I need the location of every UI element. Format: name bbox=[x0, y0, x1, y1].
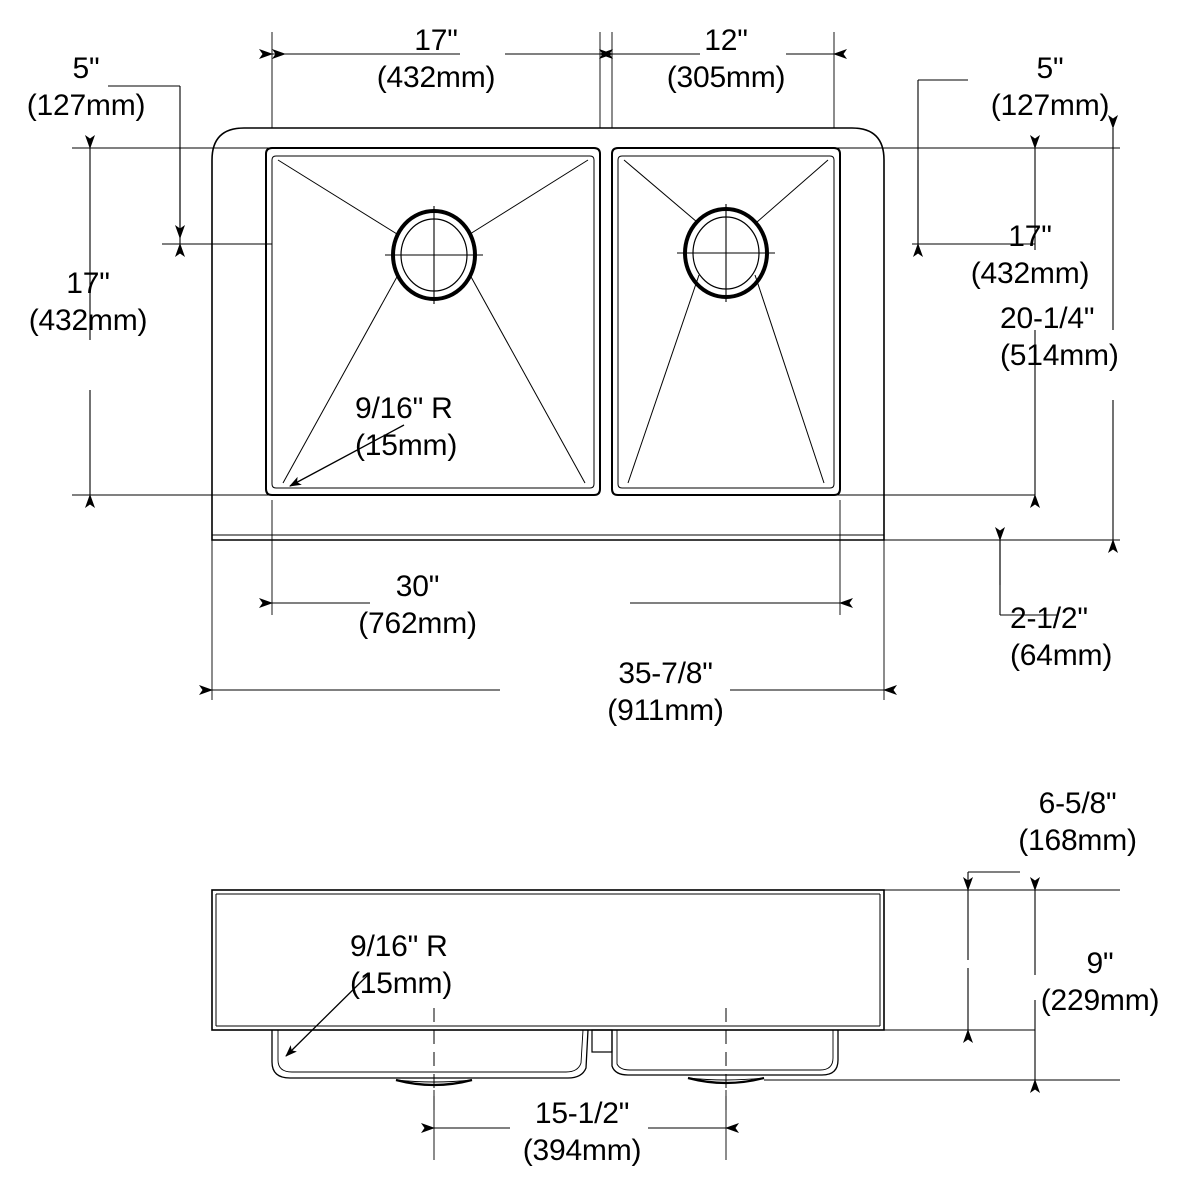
dim-label-bowl-span: 30" (762mm) bbox=[305, 568, 530, 642]
top-view-right-bowl bbox=[611, 147, 841, 496]
dim-value-imperial: 15-1/2" bbox=[534, 1097, 630, 1130]
dim-label-right-bowl-width: 12" (305mm) bbox=[605, 22, 847, 96]
dim-value-metric: (127mm) bbox=[990, 89, 1110, 122]
note-value-imperial: 9/16" R bbox=[350, 930, 448, 963]
dim-label-overall-depth: 20-1/4" (514mm) bbox=[1000, 300, 1200, 374]
dim-label-right-inset: 5" (127mm) bbox=[950, 50, 1150, 124]
dim-value-imperial: 5" bbox=[1036, 52, 1064, 85]
top-view-radius-leader bbox=[289, 424, 405, 487]
dim-label-overall-height: 9" (229mm) bbox=[1000, 945, 1200, 1019]
dim-label-bowl-depth-front: 6-5/8" (168mm) bbox=[975, 785, 1180, 859]
dim-value-metric: (432mm) bbox=[28, 304, 148, 337]
dim-value-metric: (432mm) bbox=[970, 257, 1090, 290]
dim-value-imperial: 6-5/8" bbox=[1038, 787, 1117, 820]
dim-value-metric: (168mm) bbox=[1018, 824, 1137, 857]
note-value-metric: (15mm) bbox=[350, 967, 453, 1000]
dim-label-left-bowl-width: 17" (432mm) bbox=[306, 22, 566, 96]
dim-value-metric: (762mm) bbox=[358, 607, 477, 640]
dim-value-imperial: 20-1/4" bbox=[1000, 302, 1095, 335]
top-view-extension-lines bbox=[72, 32, 1120, 700]
dim-value-metric: (305mm) bbox=[666, 61, 786, 94]
top-view-deck bbox=[211, 127, 885, 541]
dim-value-metric: (432mm) bbox=[376, 61, 496, 94]
dim-value-imperial: 30" bbox=[395, 570, 440, 603]
note-value-metric: (15mm) bbox=[355, 429, 458, 462]
dim-value-metric: (229mm) bbox=[1040, 984, 1160, 1017]
note-corner-radius-top-view: 9/16" R (15mm) bbox=[355, 390, 565, 464]
dim-value-imperial: 17" bbox=[66, 267, 110, 300]
dim-label-right-bowl-depth: 17" (432mm) bbox=[930, 218, 1130, 292]
top-view-left-bowl bbox=[265, 147, 601, 496]
dim-value-imperial: 17" bbox=[1008, 220, 1052, 253]
dim-value-imperial: 5" bbox=[72, 52, 100, 85]
dim-value-metric: (394mm) bbox=[522, 1134, 642, 1167]
dim-value-metric: (127mm) bbox=[26, 89, 146, 122]
note-value-imperial: 9/16" R bbox=[355, 392, 453, 425]
dim-label-overall-width: 35-7/8" (911mm) bbox=[548, 655, 783, 729]
dim-value-imperial: 35-7/8" bbox=[618, 657, 713, 690]
dim-value-metric: (514mm) bbox=[1000, 339, 1119, 372]
dim-value-imperial: 17" bbox=[414, 24, 458, 57]
dim-value-imperial: 12" bbox=[704, 24, 748, 57]
front-view-radius-leader bbox=[285, 974, 369, 1057]
dim-value-metric: (64mm) bbox=[1010, 639, 1113, 672]
dim-label-drain-spacing: 15-1/2" (394mm) bbox=[462, 1095, 702, 1169]
dim-label-rear-ledge: 2-1/2" (64mm) bbox=[1010, 600, 1200, 674]
dim-label-left-inset: 5" (127mm) bbox=[0, 50, 172, 124]
dim-value-imperial: 2-1/2" bbox=[1010, 602, 1088, 635]
dim-value-imperial: 9" bbox=[1086, 947, 1114, 980]
note-corner-radius-front-view: 9/16" R (15mm) bbox=[350, 928, 560, 1002]
dim-value-metric: (911mm) bbox=[607, 694, 724, 727]
dim-label-left-bowl-depth: 17" (432mm) bbox=[0, 265, 176, 339]
front-view-dimension-lines bbox=[421, 871, 1040, 1133]
top-view-dimension-lines bbox=[85, 49, 1118, 695]
front-view bbox=[211, 889, 885, 1112]
